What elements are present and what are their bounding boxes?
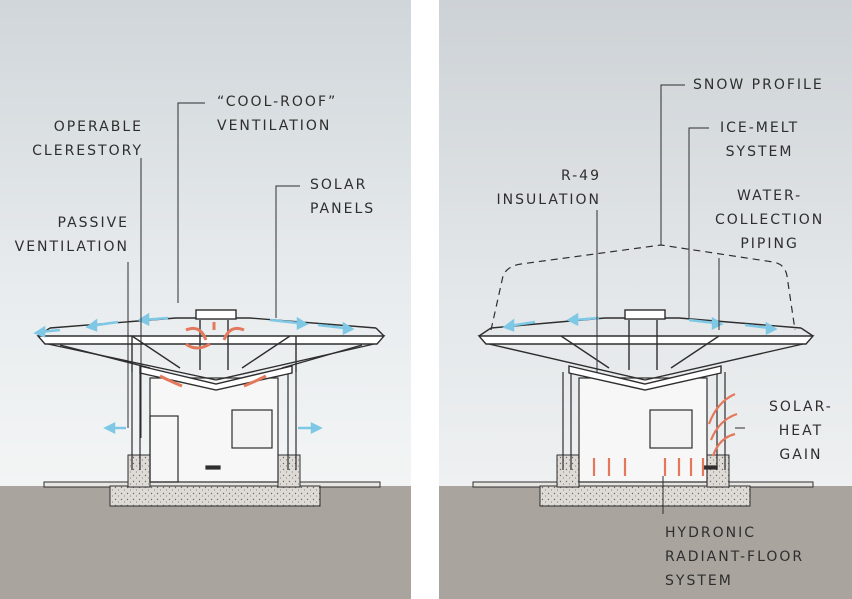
label-cool-roof-ventilation: “COOL-ROOF” VENTILATION [217,90,337,138]
label-line: SOLAR- [769,399,833,415]
summer-section-drawing [0,0,411,599]
label-line: VENTILATION [14,239,129,255]
label-line: HYDRONIC [665,525,756,541]
label-line: SNOW PROFILE [693,77,824,93]
label-ice-melt-system: ICE-MELT SYSTEM [720,116,799,164]
building-walls [131,372,297,483]
label-line: SYSTEM [725,144,794,160]
label-water-collection-piping: WATER- COLLECTION PIPING [715,184,824,256]
label-line: WATER- [737,188,803,204]
foundation [472,454,814,507]
label-line: COLLECTION [715,212,825,228]
cool-air-arrows [33,312,355,435]
label-passive-ventilation: PASSIVE VENTILATION [15,211,129,259]
winter-section-drawing [439,0,852,599]
label-r49-insulation: R-49 INSULATION [496,164,601,212]
warm-air-arrows [592,392,738,476]
label-snow-profile: SNOW PROFILE [693,73,824,97]
label-line: SYSTEM [665,573,733,589]
roof-structure [477,309,815,391]
foundation [43,454,381,507]
label-line: OPERABLE [53,119,143,135]
label-line: HEAT [778,423,824,439]
label-line: “COOL-ROOF” [217,94,338,110]
label-line: CLERESTORY [32,143,143,159]
building-walls [562,372,726,483]
label-line: ICE-MELT [720,120,800,136]
label-line: R-49 [560,168,601,184]
leader-lines [596,84,745,514]
label-line: INSULATION [496,192,601,208]
label-solar-panels: SOLAR PANELS [310,173,375,221]
label-solar-heat-gain: SOLAR- HEAT GAIN [769,395,833,467]
label-line: PIPING [740,236,799,252]
label-operable-clerestory: OPERABLE CLERESTORY [32,115,143,163]
cool-air-arrows [502,312,778,336]
warm-air-arrows [159,322,267,388]
label-line: VENTILATION [217,118,332,134]
label-line: RADIANT-FLOOR [665,549,805,565]
label-line: PANELS [310,201,376,217]
summer-section-panel: “COOL-ROOF” VENTILATION OPERABLE CLEREST… [0,0,411,599]
label-line: PASSIVE [57,215,129,231]
label-line: GAIN [779,447,823,463]
winter-section-panel: SNOW PROFILE ICE-MELT SYSTEM R-49 INSULA… [439,0,852,599]
leader-lines [127,102,300,438]
label-line: SOLAR [310,177,368,193]
label-hydronic-radiant-floor: HYDRONIC RADIANT-FLOOR SYSTEM [665,521,804,593]
